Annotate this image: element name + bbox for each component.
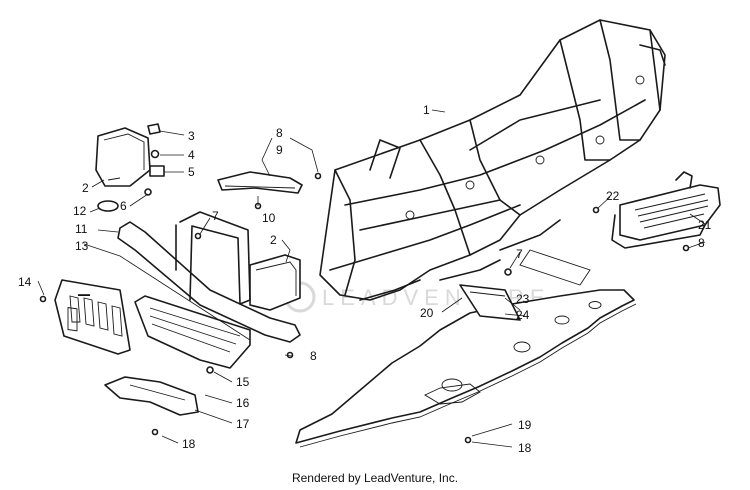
callout-21: 21 (698, 218, 712, 232)
front-bumper-tube (117, 211, 301, 343)
leader-lines (37, 109, 706, 448)
callout-7-right: 7 (516, 247, 523, 261)
callout-19: 19 (518, 418, 532, 432)
callout-14: 14 (18, 275, 32, 289)
callout-16: 16 (236, 396, 250, 410)
callout-2-right: 2 (270, 233, 277, 247)
callout-5: 5 (188, 165, 195, 179)
front-bracket-tube (217, 171, 303, 194)
callout-8-bottom: 8 (310, 349, 317, 363)
callout-7-left: 7 (212, 209, 219, 223)
callout-8-right: 8 (698, 236, 705, 250)
callout-24: 24 (516, 308, 530, 322)
callout-8-top: 8 (276, 126, 283, 140)
callout-15: 15 (236, 375, 250, 389)
callout-18-right: 18 (518, 441, 532, 455)
render-credit: Rendered by LeadVenture, Inc. (291, 471, 459, 485)
callout-1: 1 (423, 103, 430, 117)
grommet (97, 200, 119, 212)
lower-skid-bracket (104, 376, 199, 416)
skid-plate (295, 289, 637, 448)
callout-3: 3 (188, 129, 195, 143)
callout-9: 9 (276, 143, 283, 157)
right-headlight (249, 254, 301, 311)
grille-badge: ▬▬ (78, 292, 90, 298)
hardware (39, 123, 690, 444)
right-footrest (611, 171, 721, 249)
callout-10: 10 (262, 211, 276, 225)
callout-2-left: 2 (82, 181, 89, 195)
callout-22: 22 (606, 189, 620, 203)
callouts: 1 2 2 3 4 5 6 7 7 8 8 8 9 10 11 12 13 14… (18, 103, 712, 455)
callout-23: 23 (516, 292, 530, 306)
callout-11: 11 (75, 222, 88, 236)
front-grille-panel: ▬▬ (54, 279, 131, 355)
callout-6: 6 (120, 199, 127, 213)
callout-18-left: 18 (182, 437, 196, 451)
left-headlight (95, 127, 151, 187)
callout-12: 12 (73, 204, 87, 218)
callout-17: 17 (236, 417, 250, 431)
main-frame (319, 19, 666, 301)
callout-4: 4 (188, 148, 195, 162)
callout-13: 13 (75, 239, 89, 253)
callout-20: 20 (420, 306, 434, 320)
front-lower-guard (134, 295, 251, 369)
